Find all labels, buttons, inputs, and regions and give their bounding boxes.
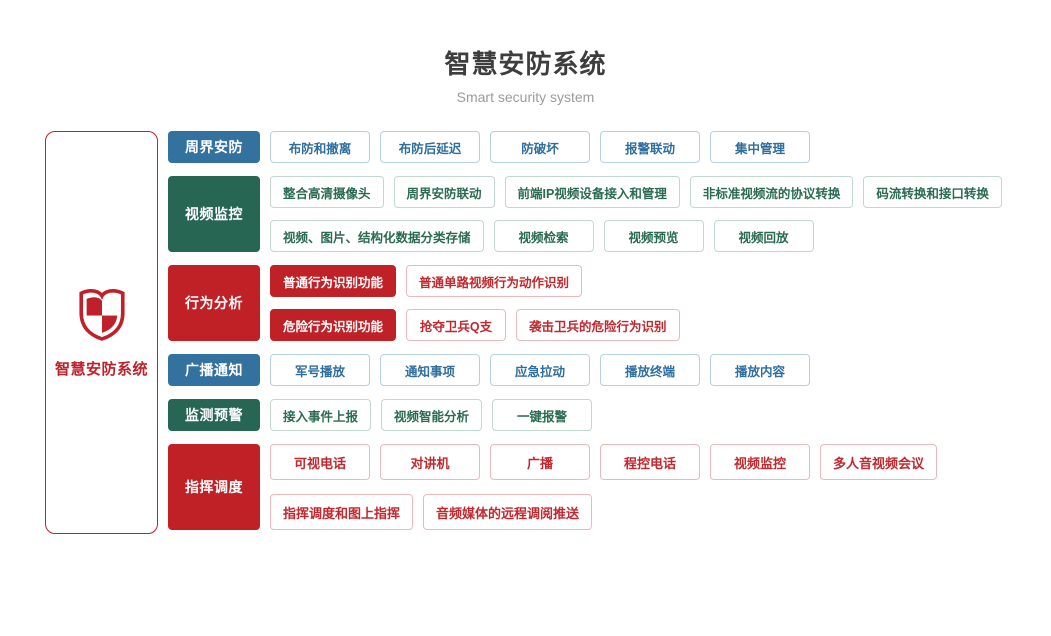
feature-item: 报警联动 bbox=[600, 131, 700, 163]
group-rows: 整合高清摄像头周界安防联动前端IP视频设备接入和管理非标准视频流的协议转换码流转… bbox=[270, 176, 1002, 252]
group-label: 监测预警 bbox=[168, 399, 260, 431]
group-rows: 可视电话对讲机广播程控电话视频监控多人音视频会议指挥调度和图上指挥音频媒体的远程… bbox=[270, 444, 938, 530]
feature-row: 危险行为识别功能抢夺卫兵Q支袭击卫兵的危险行为识别 bbox=[270, 309, 680, 341]
feature-row: 指挥调度和图上指挥音频媒体的远程调阅推送 bbox=[270, 494, 937, 530]
feature-item: 播放终端 bbox=[600, 354, 700, 386]
feature-item: 通知事项 bbox=[380, 354, 480, 386]
feature-group-command-dispatch: 指挥调度可视电话对讲机广播程控电话视频监控多人音视频会议指挥调度和图上指挥音频媒… bbox=[168, 444, 1002, 530]
feature-group-perimeter-security: 周界安防布防和撤离布防后延迟防破坏报警联动集中管理 bbox=[168, 131, 1002, 163]
feature-item: 普通行为识别功能 bbox=[270, 265, 397, 297]
feature-item: 广播 bbox=[490, 444, 590, 480]
feature-item: 普通单路视频行为动作识别 bbox=[406, 265, 583, 297]
feature-item: 周界安防联动 bbox=[393, 176, 495, 208]
feature-item: 可视电话 bbox=[270, 444, 370, 480]
feature-group-broadcast-notification: 广播通知军号播放通知事项应急拉动播放终端播放内容 bbox=[168, 354, 1002, 386]
feature-item: 集中管理 bbox=[710, 131, 810, 163]
feature-item: 视频预览 bbox=[603, 220, 704, 252]
feature-item: 布防后延迟 bbox=[380, 131, 480, 163]
group-rows: 军号播放通知事项应急拉动播放终端播放内容 bbox=[270, 354, 810, 386]
feature-row: 接入事件上报视频智能分析一键报警 bbox=[270, 399, 593, 431]
feature-group-video-surveillance: 视频监控整合高清摄像头周界安防联动前端IP视频设备接入和管理非标准视频流的协议转… bbox=[168, 176, 1002, 252]
feature-item: 程控电话 bbox=[600, 444, 700, 480]
feature-item: 一键报警 bbox=[492, 399, 593, 431]
feature-item: 危险行为识别功能 bbox=[270, 309, 397, 341]
feature-item: 对讲机 bbox=[380, 444, 480, 480]
feature-item: 布防和撤离 bbox=[270, 131, 370, 163]
group-label: 广播通知 bbox=[168, 354, 260, 386]
shield-icon bbox=[77, 287, 127, 346]
page-title: 智慧安防系统 bbox=[444, 49, 607, 79]
feature-row: 布防和撤离布防后延迟防破坏报警联动集中管理 bbox=[270, 131, 810, 163]
group-label: 周界安防 bbox=[168, 131, 260, 163]
feature-item: 抢夺卫兵Q支 bbox=[406, 309, 507, 341]
feature-row: 视频、图片、结构化数据分类存储视频检索视频预览视频回放 bbox=[270, 220, 1002, 252]
feature-item: 非标准视频流的协议转换 bbox=[689, 176, 854, 208]
page-subtitle: Smart security system bbox=[456, 89, 595, 105]
feature-item: 视频监控 bbox=[710, 444, 810, 480]
group-label: 视频监控 bbox=[168, 176, 260, 252]
feature-item: 视频回放 bbox=[713, 220, 814, 252]
feature-item: 多人音视频会议 bbox=[820, 444, 938, 480]
feature-group-monitoring-warning: 监测预警接入事件上报视频智能分析一键报警 bbox=[168, 399, 1002, 431]
feature-row: 整合高清摄像头周界安防联动前端IP视频设备接入和管理非标准视频流的协议转换码流转… bbox=[270, 176, 1002, 208]
feature-item: 整合高清摄像头 bbox=[270, 176, 384, 208]
group-label: 指挥调度 bbox=[168, 444, 260, 530]
feature-item: 码流转换和接口转换 bbox=[863, 176, 1002, 208]
group-rows: 普通行为识别功能普通单路视频行为动作识别危险行为识别功能抢夺卫兵Q支袭击卫兵的危… bbox=[270, 265, 680, 341]
root-node-label: 智慧安防系统 bbox=[54, 360, 148, 378]
feature-item: 视频、图片、结构化数据分类存储 bbox=[270, 220, 484, 252]
feature-item: 视频检索 bbox=[493, 220, 594, 252]
feature-item: 袭击卫兵的危险行为识别 bbox=[516, 309, 680, 341]
feature-row: 可视电话对讲机广播程控电话视频监控多人音视频会议 bbox=[270, 444, 938, 480]
feature-row: 普通行为识别功能普通单路视频行为动作识别 bbox=[270, 265, 680, 297]
group-rows: 接入事件上报视频智能分析一键报警 bbox=[270, 399, 593, 431]
root-node: 智慧安防系统 bbox=[45, 131, 158, 534]
feature-row: 军号播放通知事项应急拉动播放终端播放内容 bbox=[270, 354, 810, 386]
feature-item: 应急拉动 bbox=[490, 354, 590, 386]
security-system-diagram: 智慧安防系统 周界安防布防和撤离布防后延迟防破坏报警联动集中管理视频监控整合高清… bbox=[45, 131, 1051, 534]
feature-item: 指挥调度和图上指挥 bbox=[270, 494, 414, 530]
feature-groups: 周界安防布防和撤离布防后延迟防破坏报警联动集中管理视频监控整合高清摄像头周界安防… bbox=[168, 131, 1002, 530]
feature-item: 军号播放 bbox=[270, 354, 370, 386]
feature-group-behavior-analysis: 行为分析普通行为识别功能普通单路视频行为动作识别危险行为识别功能抢夺卫兵Q支袭击… bbox=[168, 265, 1002, 341]
group-label: 行为分析 bbox=[168, 265, 260, 341]
feature-item: 播放内容 bbox=[710, 354, 810, 386]
feature-item: 前端IP视频设备接入和管理 bbox=[504, 176, 680, 208]
page-header: 智慧安防系统 Smart security system bbox=[0, 0, 1051, 105]
group-rows: 布防和撤离布防后延迟防破坏报警联动集中管理 bbox=[270, 131, 810, 163]
feature-item: 音频媒体的远程调阅推送 bbox=[423, 494, 593, 530]
feature-item: 接入事件上报 bbox=[270, 399, 372, 431]
feature-item: 防破坏 bbox=[490, 131, 590, 163]
feature-item: 视频智能分析 bbox=[381, 399, 483, 431]
